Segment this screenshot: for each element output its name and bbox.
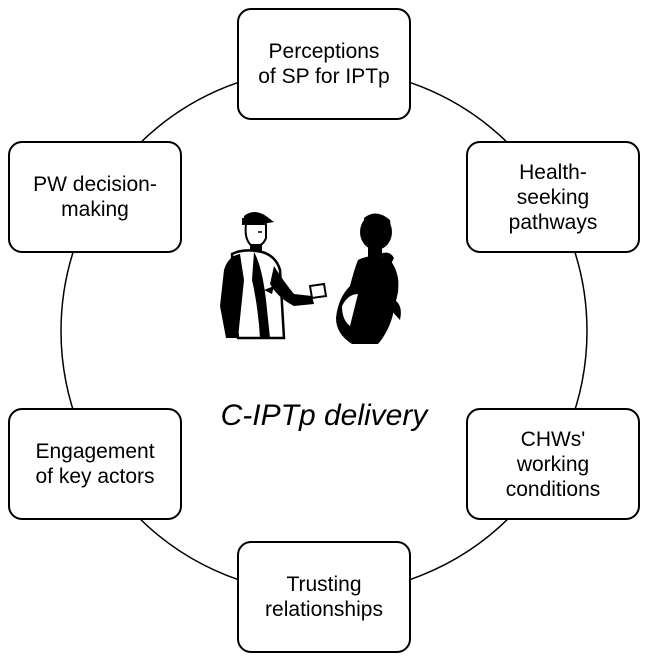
center-illustration <box>220 212 401 344</box>
node-pw-decision-making: PW decision- making <box>8 141 182 253</box>
node-trusting-label: Trusting relationships <box>265 573 383 621</box>
node-chws-working-conditions: CHWs' working conditions <box>466 408 640 520</box>
node-perceptions-label: Perceptions of SP for IPTp <box>258 40 390 88</box>
node-engagement-label: Engagement of key actors <box>35 440 155 488</box>
node-pw-label: PW decision- making <box>33 173 157 221</box>
node-chws-label: CHWs' working conditions <box>505 427 601 501</box>
node-trusting-relationships: Trusting relationships <box>237 541 411 653</box>
node-health-seeking-pathways: Health- seeking pathways <box>466 141 640 253</box>
center-title: C-IPTp delivery <box>220 399 428 432</box>
node-health-label: Health- seeking pathways <box>508 160 598 234</box>
health-worker-icon <box>220 212 328 340</box>
node-perceptions-of-sp: Perceptions of SP for IPTp <box>237 8 411 120</box>
pregnant-woman-icon <box>336 213 401 344</box>
node-engagement-of-key-actors: Engagement of key actors <box>8 408 182 520</box>
